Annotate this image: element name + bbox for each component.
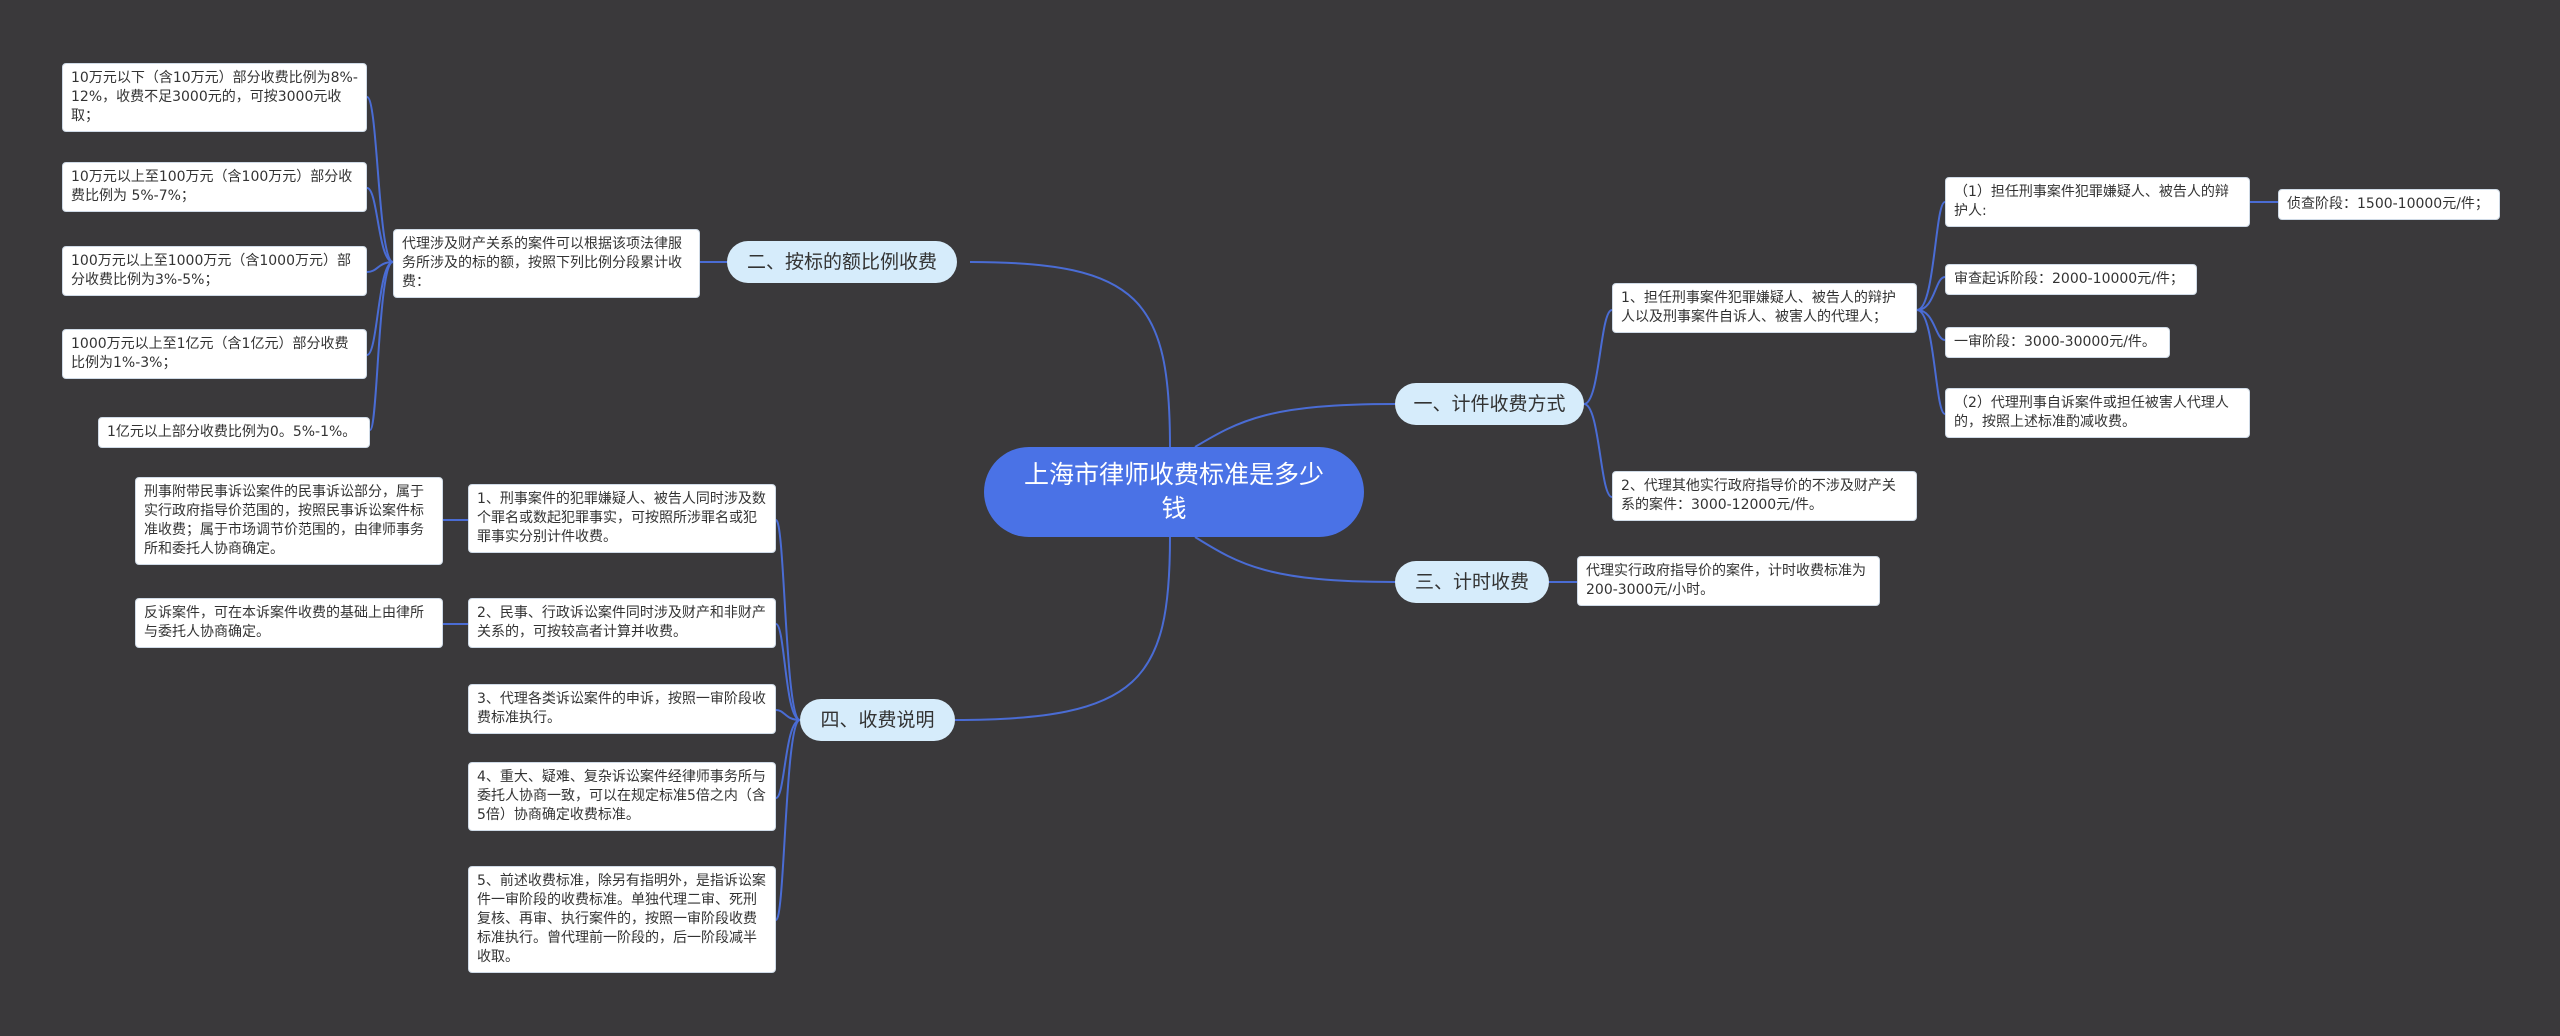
proportional-fee-tier-2[interactable]: 10万元以上至100万元（含100万元）部分收费比例为 5%-7%； [62,162,367,212]
fee-note-5[interactable]: 5、前述收费标准，除另有指明外，是指诉讼案件一审阶段的收费标准。单独代理二审、死… [468,866,776,973]
piece-fee-review-item[interactable]: 审查起诉阶段：2000-10000元/件； [1945,264,2197,295]
proportional-fee-intro[interactable]: 代理涉及财产关系的案件可以根据该项法律服务所涉及的标的额，按照下列比例分段累计收… [393,229,700,298]
piece-fee-criminal-item[interactable]: 1、担任刑事案件犯罪嫌疑人、被告人的辩护人以及刑事案件自诉人、被害人的代理人； [1612,283,1917,333]
branch-hourly-fee[interactable]: 三、计时收费 [1395,561,1549,603]
piece-fee-other-cases-item[interactable]: 2、代理其他实行政府指导价的不涉及财产关系的案件：3000-12000元/件。 [1612,471,1917,521]
hourly-fee-item[interactable]: 代理实行政府指导价的案件，计时收费标准为200-3000元/小时。 [1577,556,1880,606]
fee-note-1-detail[interactable]: 刑事附带民事诉讼案件的民事诉讼部分，属于实行政府指导价范围的，按照民事诉讼案件标… [135,477,443,565]
branch-piece-fee[interactable]: 一、计件收费方式 [1395,383,1584,425]
branch-proportional-fee[interactable]: 二、按标的额比例收费 [727,241,957,283]
proportional-fee-tier-3[interactable]: 100万元以上至1000万元（含1000万元）部分收费比例为3%-5%； [62,246,367,296]
fee-note-1[interactable]: 1、刑事案件的犯罪嫌疑人、被告人同时涉及数个罪名或数起犯罪事实，可按照所涉罪名或… [468,484,776,553]
piece-fee-private-prosecution-item[interactable]: （2）代理刑事自诉案件或担任被害人代理人的，按照上述标准酌减收费。 [1945,388,2250,438]
fee-note-4[interactable]: 4、重大、疑难、复杂诉讼案件经律师事务所与委托人协商一致，可以在规定标准5倍之内… [468,762,776,831]
root-topic[interactable]: 上海市律师收费标准是多少钱 [984,447,1364,537]
piece-fee-defender-item[interactable]: （1）担任刑事案件犯罪嫌疑人、被告人的辩护人: [1945,177,2250,227]
fee-note-3[interactable]: 3、代理各类诉讼案件的申诉，按照一审阶段收费标准执行。 [468,684,776,734]
proportional-fee-tier-1[interactable]: 10万元以下（含10万元）部分收费比例为8%-12%，收费不足3000元的，可按… [62,63,367,132]
fee-note-2[interactable]: 2、民事、行政诉讼案件同时涉及财产和非财产关系的，可按较高者计算并收费。 [468,598,776,648]
piece-fee-first-instance-item[interactable]: 一审阶段：3000-30000元/件。 [1945,327,2170,358]
piece-fee-investigation-item[interactable]: 侦查阶段：1500-10000元/件； [2278,189,2500,220]
fee-note-2-detail[interactable]: 反诉案件，可在本诉案件收费的基础上由律所与委托人协商确定。 [135,598,443,648]
branch-fee-notes[interactable]: 四、收费说明 [800,699,955,741]
proportional-fee-tier-5[interactable]: 1亿元以上部分收费比例为0。5%-1%。 [98,417,370,448]
proportional-fee-tier-4[interactable]: 1000万元以上至1亿元（含1亿元）部分收费比例为1%-3%； [62,329,367,379]
